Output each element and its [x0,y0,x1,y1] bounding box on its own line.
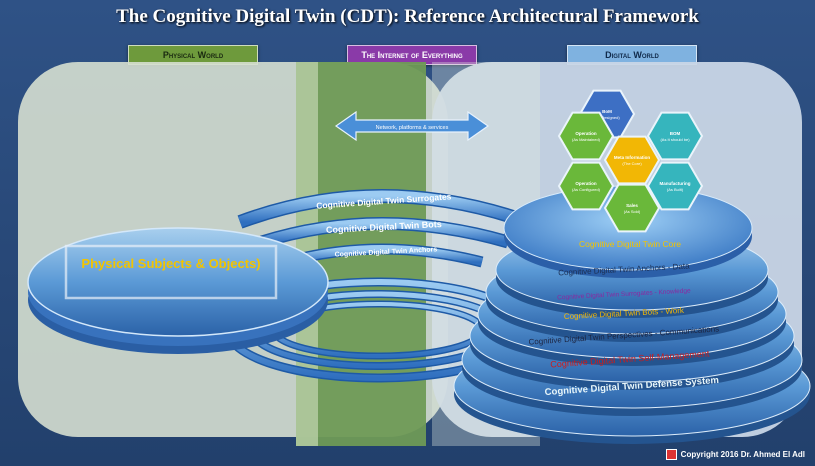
hexagon-bottom: Sales(As Sold) [603,183,661,233]
hexagon-subtitle: (As Maintained) [572,137,601,142]
hexagon-cluster: BoM(As Designed)BOM(As It should be)Manu… [557,89,704,233]
physical-disc [27,227,329,354]
hexagon-title: Sales [626,203,638,208]
network-label: Network, platforms & services [376,125,449,131]
hexagon-left: Operation(As Configured) [557,161,615,211]
copyright-logo-icon [665,449,677,460]
hexagon-top-left: Operation(As Maintained) [557,111,615,161]
upper-ring-surrogates [237,189,531,229]
copyright-text: Copyright 2016 Dr. Ahmed El Adl [680,450,805,459]
hexagon-right: Manufacturing(As Built) [646,161,704,211]
hexagon-title: Operation [575,181,597,186]
hexagon-title: Manufacturing [660,181,691,186]
hexagon-title: BoM [602,109,612,114]
hexagon-top-right: BOM(As It should be) [646,111,704,161]
digital-stack [453,229,811,444]
hexagon-subtitle: (As Built) [667,187,684,192]
page-title: The Cognitive Digital Twin (CDT): Refere… [116,6,699,27]
layer-core-label: Cognitive Digital Twin Core [579,239,681,249]
physical-subjects-label: Physical Subjects & Objects) [81,256,260,271]
hexagon-center: Meta Information(The Core) [603,135,661,185]
hexagon-subtitle: (The Core) [622,161,642,166]
hexagon-subtitle: (As It should be) [660,137,690,142]
network-arrow [334,110,490,142]
physical-subjects-text: Physical Subjects & Objects) [81,256,260,271]
hexagon-title: Operation [575,131,597,136]
hexagon-subtitle: (As Configured) [572,187,601,192]
hexagon-subtitle: (As Sold) [624,209,641,214]
upper-ring-bots [260,217,510,249]
copyright: Copyright 2016 Dr. Ahmed El Adl [665,449,805,460]
hexagon-title: BOM [670,131,681,136]
hexagon-title: Meta Information [614,155,651,160]
hexagon-subtitle: (As Designed) [594,115,620,120]
